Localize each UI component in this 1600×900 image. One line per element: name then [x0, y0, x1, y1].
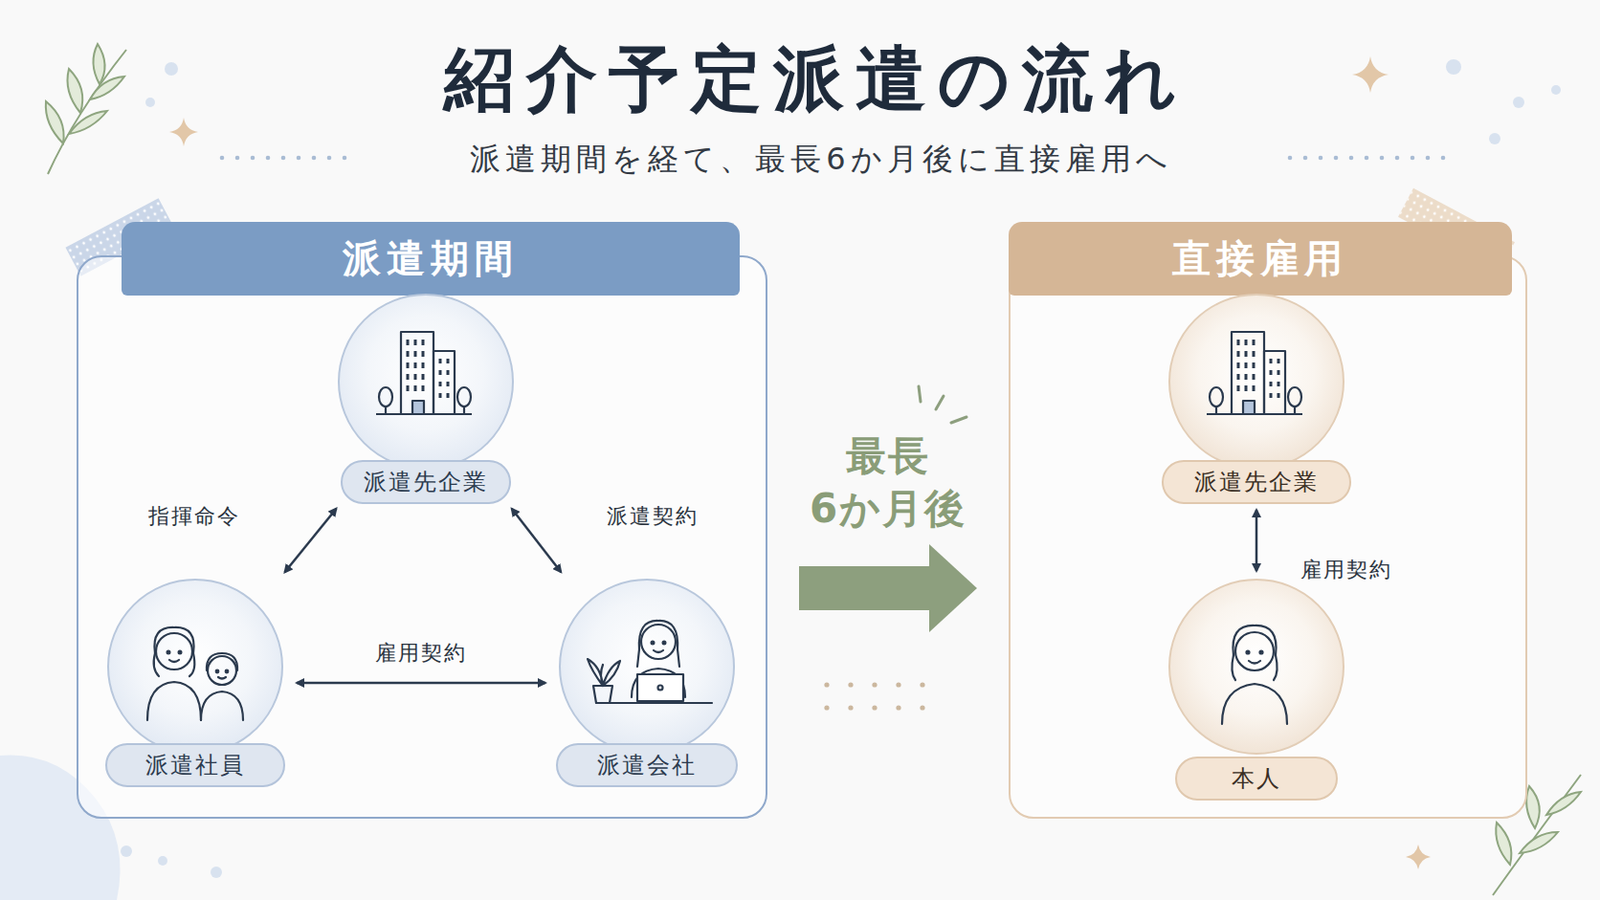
- party-node: 派遣先企業: [1160, 291, 1353, 505]
- party-node: 本人: [1160, 577, 1353, 803]
- circle-shape: [1169, 579, 1344, 755]
- transition-arrow: [799, 544, 978, 633]
- circle-outline: [1160, 577, 1353, 757]
- diagram-title: 紹介予定派遣の流れ: [363, 38, 1269, 120]
- party-node: 派遣会社: [551, 577, 743, 790]
- circle-shape: [559, 579, 734, 755]
- panel-heading: 派遣期間: [121, 222, 740, 296]
- circle-outline: [99, 577, 291, 757]
- phase-panel: 直接雇用派遣先企業本人: [1008, 255, 1528, 820]
- edge-label: 派遣契約: [606, 502, 699, 532]
- node-label: 派遣先企業: [340, 460, 512, 505]
- leaf-sprig: [45, 44, 127, 175]
- circle-outline: [551, 577, 743, 757]
- burst-lines: [918, 386, 967, 423]
- circle-shape: [1169, 294, 1344, 469]
- edge-label: 雇用契約: [1300, 555, 1393, 585]
- edge-label: 最長 6か月後: [797, 430, 979, 535]
- node-label: 派遣先企業: [1161, 460, 1352, 505]
- edge-label: 指揮命令: [148, 502, 241, 532]
- circle-shape: [338, 294, 513, 469]
- relation-arrow: [296, 683, 546, 685]
- arrow-line: [296, 682, 546, 686]
- panel-heading: 直接雇用: [1008, 222, 1512, 296]
- relation-arrow: [1256, 510, 1258, 572]
- arrow-line: [511, 509, 562, 574]
- circle-shape: [108, 579, 283, 755]
- circle-outline: [1160, 291, 1353, 472]
- arrow-line: [1255, 510, 1259, 572]
- circle-outline: [330, 291, 522, 472]
- arrow-head: [929, 544, 978, 633]
- arrow-line: [285, 509, 337, 574]
- party-node: 派遣先企業: [330, 291, 522, 505]
- node-label: 本人: [1175, 756, 1338, 801]
- phase-panel: 派遣期間派遣先企業派遣社員派遣会社: [76, 255, 768, 820]
- diagram-caption: 派遣期間を経て、最長6か月後に直接雇用へ: [361, 139, 1281, 180]
- relation-arrow: [511, 509, 562, 574]
- arrow-shaft: [799, 566, 932, 611]
- dot-grid: [823, 682, 925, 711]
- node-label: 派遣会社: [555, 743, 738, 788]
- relation-arrow: [285, 509, 337, 574]
- node-label: 派遣社員: [105, 743, 286, 788]
- party-node: 派遣社員: [99, 577, 291, 790]
- edge-label: 雇用契約: [375, 639, 467, 668]
